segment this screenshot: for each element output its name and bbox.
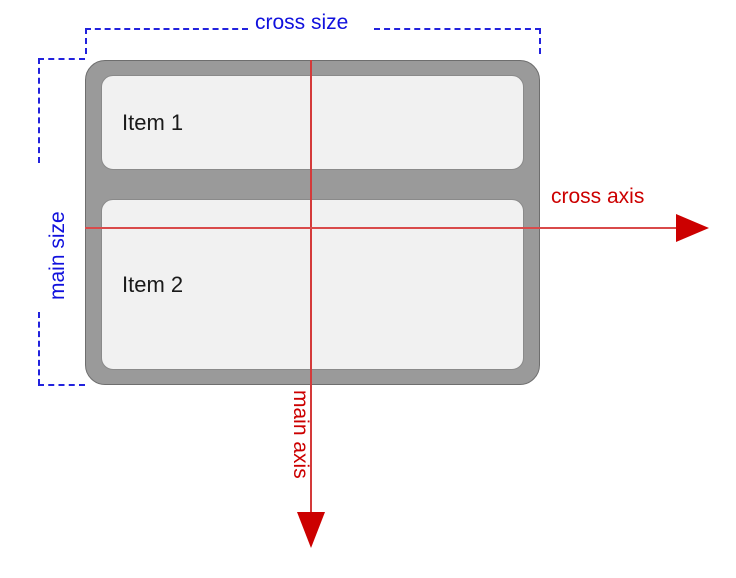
- cross-size-label: cross size: [255, 11, 349, 34]
- cross-size-bracket-right-tick: [539, 28, 541, 54]
- flex-item-2-label: Item 2: [122, 271, 184, 297]
- cross-size-bracket-left-tick: [85, 28, 87, 54]
- main-size-bracket-bottom-segment: [38, 312, 40, 385]
- cross-axis-arrow-icon: [676, 214, 709, 242]
- main-size-bracket-top-tick: [38, 58, 85, 60]
- main-axis-line: [310, 60, 312, 518]
- flex-item-2: Item 2: [101, 199, 524, 370]
- cross-size-bracket-right-segment: [374, 28, 541, 30]
- main-size-label: main size: [46, 211, 69, 300]
- flex-container: Item 1 Item 2: [85, 60, 540, 385]
- cross-axis-label: cross axis: [551, 185, 645, 208]
- main-size-bracket-top-segment: [38, 58, 40, 163]
- flex-item-1-label: Item 1: [122, 109, 184, 135]
- flex-item-1: Item 1: [101, 75, 524, 170]
- main-axis-arrow-icon: [297, 512, 325, 548]
- cross-size-bracket-left-segment: [85, 28, 248, 30]
- main-size-bracket-bottom-tick: [38, 384, 85, 386]
- cross-axis-line: [85, 227, 683, 229]
- main-axis-label: main axis: [289, 390, 312, 479]
